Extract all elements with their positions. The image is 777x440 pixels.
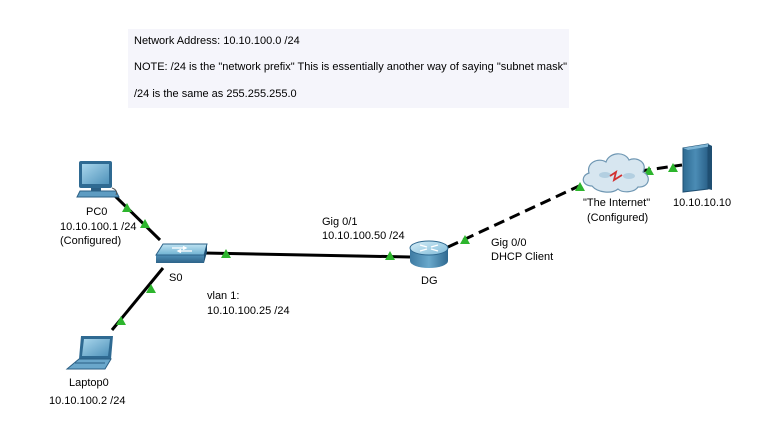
- link-indicator-s0-to-pc0: [140, 219, 150, 228]
- laptop-icon[interactable]: [65, 336, 113, 370]
- s0-vlan-label: vlan 1:: [207, 290, 240, 302]
- switch-icon[interactable]: [155, 243, 208, 263]
- link-indicator-internet-to-server: [644, 166, 654, 175]
- laptop0-ip-label: 10.10.100.2 /24: [49, 395, 126, 407]
- router-icon[interactable]: [409, 240, 449, 268]
- link-pc0-s0[interactable]: [110, 191, 162, 242]
- link-s0-dg[interactable]: [203, 251, 411, 259]
- s0-vlan-ip-label: 10.10.100.25 /24: [207, 305, 290, 317]
- note-subnet-mask: /24 is the same as 255.255.255.0: [134, 88, 297, 100]
- dg-gig01-ip-label: 10.10.100.50 /24: [322, 230, 405, 242]
- link-indicator-laptop0: [116, 316, 126, 325]
- dg-gig00-mode-label: DHCP Client: [491, 251, 554, 263]
- link-indicator-s0-to-dg: [221, 249, 231, 258]
- link-indicator-server: [668, 163, 678, 172]
- laptop0-name-label: Laptop0: [69, 377, 109, 389]
- server-icon[interactable]: [682, 143, 712, 193]
- dg-gig01-label: Gig 0/1: [322, 216, 358, 228]
- link-indicator-internet-to-dg: [575, 182, 585, 191]
- dg-name-label: DG: [421, 275, 438, 287]
- link-indicator-dg-gig00: [460, 235, 470, 244]
- pc0-ip-label: 10.10.100.1 /24: [60, 221, 137, 233]
- internet-status-label: (Configured): [587, 212, 649, 224]
- desktop-pc-icon[interactable]: [76, 161, 120, 198]
- server-ip-label: 10.10.10.10: [673, 197, 732, 209]
- link-indicator-s0-to-laptop0: [146, 284, 156, 293]
- network-note-box: Network Address: 10.10.100.0 /24 NOTE: /…: [128, 29, 569, 108]
- note-network-address: Network Address: 10.10.100.0 /24: [134, 35, 300, 47]
- s0-name-label: S0: [169, 272, 183, 284]
- dg-gig00-label: Gig 0/0: [491, 237, 527, 249]
- link-indicator-dg-gig01: [385, 251, 395, 260]
- link-dg-internet[interactable]: [447, 178, 593, 249]
- pc0-status-label: (Configured): [60, 235, 122, 247]
- pc0-name-label: PC0: [86, 206, 108, 218]
- note-prefix-explanation: NOTE: /24 is the "network prefix" This i…: [134, 61, 567, 73]
- internet-name-label: "The Internet": [583, 197, 651, 209]
- cloud-icon[interactable]: [582, 153, 649, 193]
- link-indicator-pc0: [122, 203, 132, 212]
